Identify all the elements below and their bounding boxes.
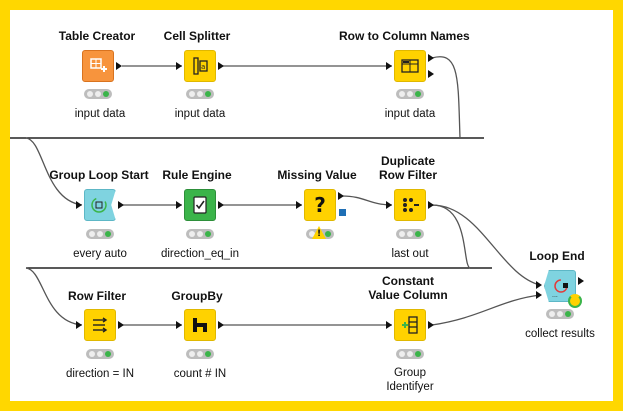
loop-end-icon[interactable]: ... [544, 270, 576, 302]
output-port[interactable] [116, 62, 122, 70]
filter-rows-icon[interactable] [84, 309, 116, 341]
input-port[interactable] [76, 201, 82, 209]
node-label[interactable]: direction = IN [65, 368, 135, 380]
output-port[interactable] [428, 321, 434, 329]
node-table-creator[interactable]: Table Creator [32, 29, 162, 43]
node-row-to-column-names[interactable]: Row to Column Names [339, 29, 470, 43]
output-port[interactable] [428, 201, 434, 209]
node-label[interactable]: input data [174, 108, 226, 120]
node-label[interactable]: every auto [73, 248, 127, 260]
node-title: Loop End [529, 249, 585, 263]
node-title: GroupBy [171, 289, 223, 303]
node-title-line2: Row Filter [378, 168, 437, 182]
node-title-line2: Value Column [368, 288, 448, 302]
question-mark-icon[interactable]: ? [304, 189, 336, 221]
output-port[interactable] [578, 277, 584, 285]
input-port[interactable] [176, 321, 182, 329]
groupby-icon[interactable] [184, 309, 216, 341]
svg-text:a: a [201, 63, 205, 71]
node-title: Group Loop Start [49, 168, 149, 182]
node-constant-value-column[interactable]: Constant Value Column [343, 274, 473, 302]
rule-check-icon[interactable] [184, 189, 216, 221]
input-port[interactable] [386, 62, 392, 70]
status-indicator [546, 309, 574, 319]
split-column-icon[interactable]: a [184, 50, 216, 82]
model-output-port[interactable] [339, 209, 346, 216]
node-group-loop-start[interactable]: Group Loop Start [34, 168, 164, 182]
node-title-line1: Duplicate [380, 154, 435, 168]
node-label[interactable]: count # IN [173, 368, 227, 380]
node-title: Rule Engine [162, 168, 232, 182]
status-indicator [86, 349, 114, 359]
constant-column-icon[interactable] [394, 309, 426, 341]
node-groupby[interactable]: GroupBy [132, 289, 262, 303]
node-title: Missing Value [277, 168, 357, 182]
input-port[interactable] [296, 201, 302, 209]
output-port[interactable] [218, 62, 224, 70]
node-label[interactable]: input data [74, 108, 126, 120]
refresh-icon [568, 294, 582, 308]
row-to-column-icon[interactable] [394, 50, 426, 82]
input-port-1[interactable] [536, 281, 542, 289]
input-port[interactable] [386, 321, 392, 329]
node-title: Row Filter [67, 289, 126, 303]
output-port[interactable] [218, 201, 224, 209]
duplicate-filter-icon[interactable] [394, 189, 426, 221]
svg-text:...: ... [552, 292, 558, 299]
status-indicator [186, 89, 214, 99]
output-port[interactable] [118, 201, 124, 209]
node-duplicate-row-filter[interactable]: Duplicate Row Filter [343, 154, 473, 182]
node-rule-engine[interactable]: Rule Engine [132, 168, 262, 182]
node-title: Row to Column Names [339, 29, 470, 43]
output-port[interactable] [338, 192, 344, 200]
node-title: Table Creator [58, 29, 136, 43]
output-port-1[interactable] [428, 54, 434, 62]
node-label-line2[interactable]: Identifyer [386, 381, 434, 393]
status-indicator [396, 349, 424, 359]
status-indicator [396, 89, 424, 99]
node-row-filter[interactable]: Row Filter [32, 289, 162, 303]
input-port-2[interactable] [536, 291, 542, 299]
output-port[interactable] [118, 321, 124, 329]
status-indicator [186, 229, 214, 239]
loop-start-icon[interactable] [84, 189, 116, 221]
node-label-line1[interactable]: Group [394, 367, 426, 379]
output-port[interactable] [218, 321, 224, 329]
warning-icon-mark: ! [317, 229, 322, 239]
node-label[interactable]: input data [384, 108, 436, 120]
input-port[interactable] [386, 201, 392, 209]
input-port[interactable] [176, 62, 182, 70]
node-cell-splitter[interactable]: Cell Splitter [132, 29, 262, 43]
node-label[interactable]: direction_eq_in [160, 248, 239, 260]
status-indicator [86, 229, 114, 239]
output-port-2[interactable] [428, 70, 434, 78]
status-indicator [186, 349, 214, 359]
table-plus-icon[interactable] [82, 50, 114, 82]
node-title: Cell Splitter [163, 29, 231, 43]
status-indicator [396, 229, 424, 239]
input-port[interactable] [176, 201, 182, 209]
node-title-line1: Constant [382, 274, 434, 288]
status-indicator [84, 89, 112, 99]
warning-icon [312, 226, 326, 239]
node-label[interactable]: collect results [525, 328, 595, 340]
node-missing-value[interactable]: Missing Value [252, 168, 382, 182]
input-port[interactable] [76, 321, 82, 329]
node-label[interactable]: last out [391, 248, 429, 260]
node-loop-end[interactable]: Loop End [492, 249, 622, 263]
